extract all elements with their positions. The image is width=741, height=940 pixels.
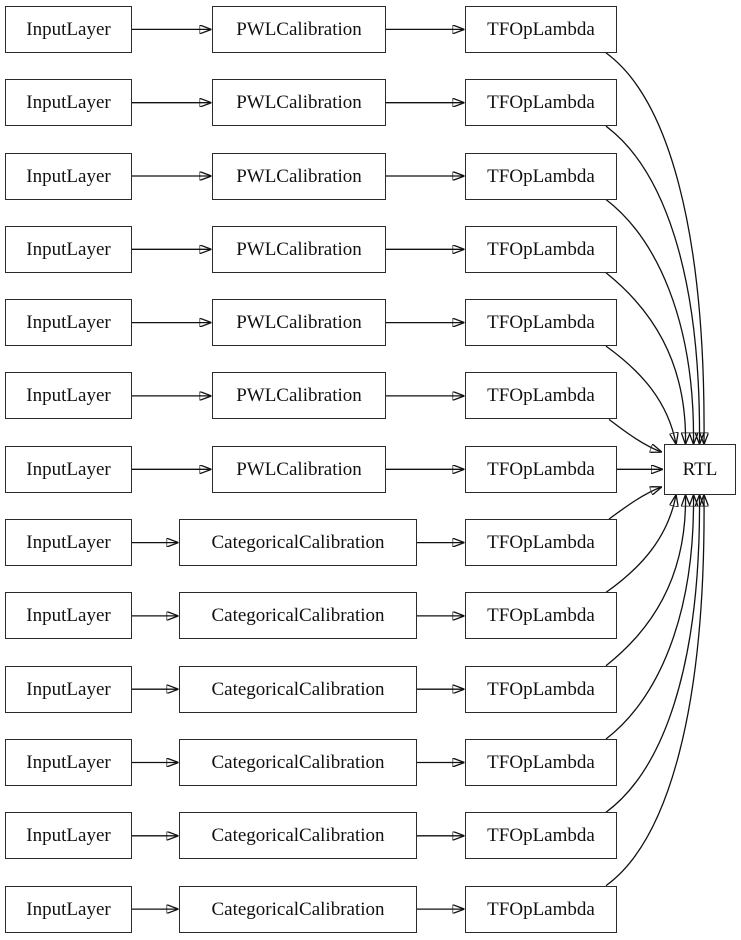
node-tfop-lambda: TFOpLambda [465, 225, 617, 273]
node-input-layer: InputLayer [5, 5, 132, 53]
node-input-layer: InputLayer [5, 592, 132, 640]
edge-lambda-to-rtl [608, 487, 662, 520]
edge-lambda-to-rtl [605, 52, 704, 444]
node-tfop-lambda: TFOpLambda [465, 5, 617, 53]
node-input-layer: InputLayer [5, 152, 132, 200]
edge-lambda-to-rtl [605, 125, 700, 444]
node-calibration: CategoricalCalibration [179, 739, 417, 786]
node-tfop-lambda: TFOpLambda [465, 152, 617, 200]
node-tfop-lambda: TFOpLambda [465, 665, 617, 713]
edge-lambda-to-rtl [605, 495, 676, 593]
node-calibration: PWLCalibration [212, 372, 386, 420]
edge-lambda-to-rtl [605, 198, 694, 445]
node-calibration: PWLCalibration [212, 5, 386, 53]
node-input-layer: InputLayer [5, 885, 132, 933]
node-tfop-lambda: TFOpLambda [465, 519, 617, 567]
node-input-layer: InputLayer [5, 739, 132, 786]
node-input-layer: InputLayer [5, 299, 132, 347]
node-input-layer: InputLayer [5, 372, 132, 420]
edge-lambda-to-rtl [605, 495, 700, 813]
node-calibration: CategoricalCalibration [179, 812, 417, 860]
node-calibration: PWLCalibration [212, 445, 386, 493]
node-input-layer: InputLayer [5, 519, 132, 567]
node-calibration: CategoricalCalibration [179, 885, 417, 933]
node-input-layer: InputLayer [5, 812, 132, 860]
node-tfop-lambda: TFOpLambda [465, 812, 617, 860]
node-calibration: PWLCalibration [212, 299, 386, 347]
node-tfop-lambda: TFOpLambda [465, 592, 617, 640]
node-tfop-lambda: TFOpLambda [465, 372, 617, 420]
node-calibration: CategoricalCalibration [179, 665, 417, 713]
node-tfop-lambda: TFOpLambda [465, 885, 617, 933]
node-input-layer: InputLayer [5, 225, 132, 273]
node-tfop-lambda: TFOpLambda [465, 445, 617, 493]
edge-lambda-to-rtl [608, 418, 662, 452]
node-tfop-lambda: TFOpLambda [465, 739, 617, 786]
edge-lambda-to-rtl [605, 495, 686, 667]
node-calibration: PWLCalibration [212, 225, 386, 273]
node-tfop-lambda: TFOpLambda [465, 79, 617, 127]
node-input-layer: InputLayer [5, 79, 132, 127]
edge-lambda-to-rtl [605, 495, 694, 740]
node-input-layer: InputLayer [5, 445, 132, 493]
edge-lambda-to-rtl [605, 272, 686, 444]
node-rtl: RTL [664, 444, 736, 495]
edge-lambda-to-rtl [605, 495, 704, 887]
node-calibration: PWLCalibration [212, 152, 386, 200]
node-tfop-lambda: TFOpLambda [465, 299, 617, 347]
edge-lambda-to-rtl [605, 345, 676, 444]
node-calibration: CategoricalCalibration [179, 519, 417, 567]
node-calibration: PWLCalibration [212, 79, 386, 127]
node-calibration: CategoricalCalibration [179, 592, 417, 640]
node-input-layer: InputLayer [5, 665, 132, 713]
